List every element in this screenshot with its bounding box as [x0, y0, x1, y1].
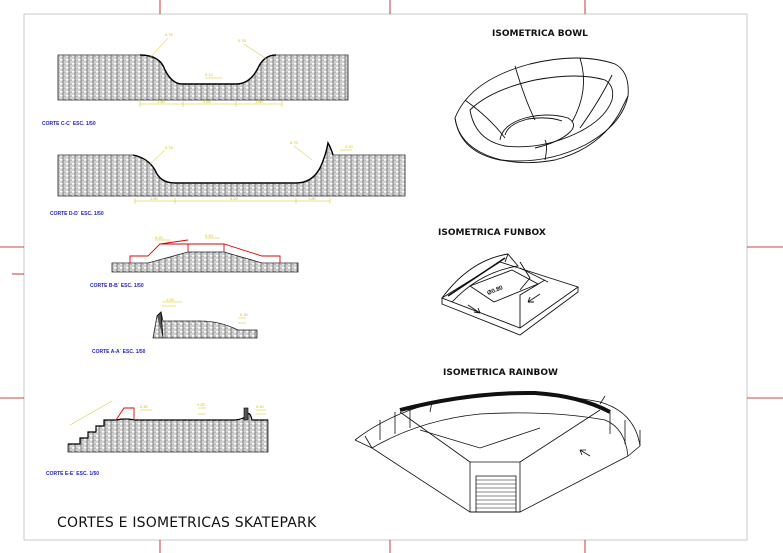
svg-text:1.80: 1.80 — [255, 99, 264, 104]
svg-text:1.80: 1.80 — [150, 196, 159, 201]
svg-text:1.80: 1.80 — [157, 99, 166, 104]
sheet-border — [23, 13, 748, 541]
svg-text:1.80: 1.80 — [308, 196, 317, 201]
svg-text:0.40: 0.40 — [205, 233, 214, 238]
funbox-dimension: Ø0.80 — [487, 285, 505, 297]
rainbow-title: ISOMETRICA RAINBOW — [443, 368, 558, 378]
svg-text:1.20: 1.20 — [166, 297, 175, 302]
section-a-label: CORTE A-A´ ESC. 1/50 — [92, 349, 146, 355]
svg-text:0.25: 0.25 — [197, 402, 206, 407]
funbox-isometric — [440, 253, 579, 336]
section-b-label: CORTE B-B´ ESC. 1/50 — [90, 283, 144, 289]
sheet-title: CORTES E ISOMETRICAS SKATEPARK — [57, 515, 317, 531]
svg-text:0.40: 0.40 — [256, 404, 265, 409]
svg-text:0.75: 0.75 — [238, 38, 247, 43]
funbox-title: ISOMETRICA FUNBOX — [438, 228, 546, 238]
svg-text:0.40: 0.40 — [140, 404, 149, 409]
bowl-title: ISOMETRICA BOWL — [492, 29, 588, 39]
rainbow-isometric — [354, 390, 641, 513]
svg-text:0.12: 0.12 — [205, 72, 214, 77]
svg-text:0.20: 0.20 — [155, 235, 164, 240]
svg-text:0.75: 0.75 — [165, 32, 174, 37]
section-d-drawing: 0.75 0.75 0.20 1.80 5.20 1.80 — [57, 140, 406, 204]
svg-text:5.20: 5.20 — [230, 196, 239, 201]
section-d-label: CORTE D-D´ ESC. 1/50 — [50, 211, 104, 217]
svg-text:0.20: 0.20 — [345, 144, 354, 149]
section-b-drawing: 0.20 0.40 — [111, 233, 299, 273]
section-c-drawing: 0.75 0.75 0.12 1.80 1.50 1.80 — [57, 32, 349, 107]
section-c-label: CORTE C-C´ ESC. 1/50 — [42, 121, 96, 127]
section-a-drawing: 1.20 0.30 — [152, 297, 258, 339]
section-e-label: CORTE E-E´ ESC. 1/50 — [46, 471, 100, 477]
svg-text:0.75: 0.75 — [165, 145, 174, 150]
bowl-isometric — [454, 57, 629, 164]
section-e-drawing: 0.40 0.25 0.40 — [67, 400, 269, 453]
svg-text:0.75: 0.75 — [290, 140, 299, 145]
svg-text:0.30: 0.30 — [240, 312, 249, 317]
svg-text:1.50: 1.50 — [203, 99, 212, 104]
